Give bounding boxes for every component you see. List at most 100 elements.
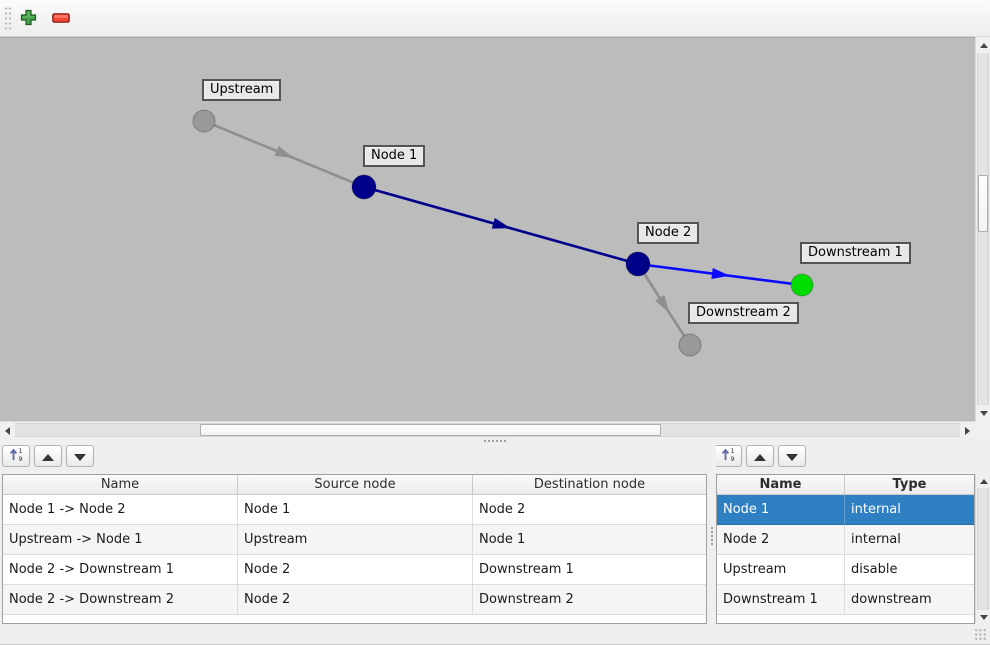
table-cell[interactable]: Downstream 1: [473, 555, 706, 585]
svg-text:9: 9: [731, 455, 735, 462]
nodes-table-scrollbar[interactable]: [975, 474, 990, 624]
graph-node-node-1[interactable]: [351, 174, 377, 200]
column-header-destination-node[interactable]: Destination node: [473, 475, 706, 495]
pane-splitter[interactable]: [0, 438, 990, 444]
add-button[interactable]: [15, 5, 42, 32]
plus-icon: [20, 9, 37, 29]
table-cell[interactable]: Node 2: [238, 585, 473, 615]
scroll-down-icon: [979, 410, 988, 416]
scroll-thumb[interactable]: [200, 424, 661, 436]
minus-icon: [51, 11, 70, 26]
nodes-sort-button[interactable]: 1 9: [714, 445, 742, 467]
scroll-right-button[interactable]: [960, 422, 975, 439]
node-label-node-2[interactable]: Node 2: [637, 222, 700, 244]
splitter-grip-icon: [483, 439, 507, 443]
table-cell[interactable]: Downstream 1: [717, 585, 845, 615]
scrollbar-corner: [975, 421, 990, 438]
svg-text:1: 1: [731, 447, 735, 455]
column-header-type[interactable]: Type: [845, 475, 974, 495]
table-cell[interactable]: Node 2 -> Downstream 2: [3, 585, 238, 615]
graph-node-node-2[interactable]: [625, 251, 651, 277]
edge-arrowhead-icon: [711, 268, 730, 279]
edges-move-down-button[interactable]: [66, 445, 94, 467]
scroll-down-button[interactable]: [976, 610, 990, 624]
scroll-trough[interactable]: [977, 488, 989, 610]
svg-text:1: 1: [19, 447, 23, 455]
remove-button[interactable]: [47, 5, 74, 32]
table-cell[interactable]: Node 1: [473, 525, 706, 555]
sort-ascending-icon: 1 9: [720, 447, 736, 465]
table-cell[interactable]: Downstream 2: [473, 585, 706, 615]
edge-arrowhead-icon: [655, 294, 670, 313]
main-toolbar: [0, 0, 990, 37]
nodes-move-down-button[interactable]: [778, 445, 806, 467]
scroll-right-icon: [965, 426, 970, 435]
nodes-move-up-button[interactable]: [746, 445, 774, 467]
table-splitter[interactable]: [708, 444, 716, 625]
table-cell[interactable]: Node 1: [238, 495, 473, 525]
resize-grip[interactable]: [974, 628, 987, 641]
scroll-trough[interactable]: [15, 423, 960, 437]
scroll-down-icon: [979, 614, 988, 620]
table-cell[interactable]: Upstream -> Node 1: [3, 525, 238, 555]
column-header-name[interactable]: Name: [3, 475, 238, 495]
node-label-downstream-2[interactable]: Downstream 2: [688, 302, 799, 324]
node-label-upstream[interactable]: Upstream: [202, 79, 282, 101]
splitter-grip-icon: [710, 526, 714, 546]
svg-text:9: 9: [19, 455, 23, 462]
scroll-down-button[interactable]: [976, 405, 990, 421]
triangle-up-icon: [42, 449, 54, 464]
canvas-horizontal-scrollbar[interactable]: [0, 421, 975, 439]
table-cell[interactable]: Upstream: [717, 555, 845, 585]
table-cell[interactable]: Upstream: [238, 525, 473, 555]
triangle-down-icon: [74, 449, 86, 464]
table-cell[interactable]: Node 2: [473, 495, 706, 525]
scroll-thumb[interactable]: [978, 175, 988, 232]
graph-node-downstream-2[interactable]: [678, 333, 702, 357]
table-cell[interactable]: Node 2: [238, 555, 473, 585]
scroll-up-icon: [979, 478, 988, 484]
graph-svg: [192, 109, 814, 357]
scroll-up-icon: [979, 42, 988, 48]
table-cell[interactable]: Node 2 -> Downstream 1: [3, 555, 238, 585]
triangle-down-icon: [786, 449, 798, 464]
graph-node-downstream-1[interactable]: [790, 273, 814, 297]
canvas-vertical-scrollbar[interactable]: [975, 37, 990, 421]
scroll-up-button[interactable]: [976, 37, 990, 53]
toolbar-grip[interactable]: [4, 6, 12, 31]
edge-arrowhead-icon: [491, 218, 511, 229]
table-cell[interactable]: Node 1 -> Node 2: [3, 495, 238, 525]
table-cell[interactable]: Node 2: [717, 525, 845, 555]
table-cell[interactable]: internal: [845, 525, 974, 555]
table-cell[interactable]: downstream: [845, 585, 974, 615]
table-cell[interactable]: internal: [845, 495, 974, 525]
node-label-node-1[interactable]: Node 1: [363, 145, 426, 167]
scroll-left-button[interactable]: [0, 422, 15, 439]
scroll-trough[interactable]: [977, 53, 989, 405]
edges-move-up-button[interactable]: [34, 445, 62, 467]
edge-arrowhead-icon: [274, 145, 294, 158]
column-header-source-node[interactable]: Source node: [238, 475, 473, 495]
node-label-downstream-1[interactable]: Downstream 1: [800, 242, 911, 264]
column-header-name[interactable]: Name: [717, 475, 845, 495]
scroll-up-button[interactable]: [976, 474, 990, 488]
table-cell[interactable]: Node 1: [717, 495, 845, 525]
edges-sort-button[interactable]: 1 9: [2, 445, 30, 467]
table-cell[interactable]: disable: [845, 555, 974, 585]
sort-ascending-icon: 1 9: [8, 447, 24, 465]
graph-node-upstream[interactable]: [192, 109, 216, 133]
